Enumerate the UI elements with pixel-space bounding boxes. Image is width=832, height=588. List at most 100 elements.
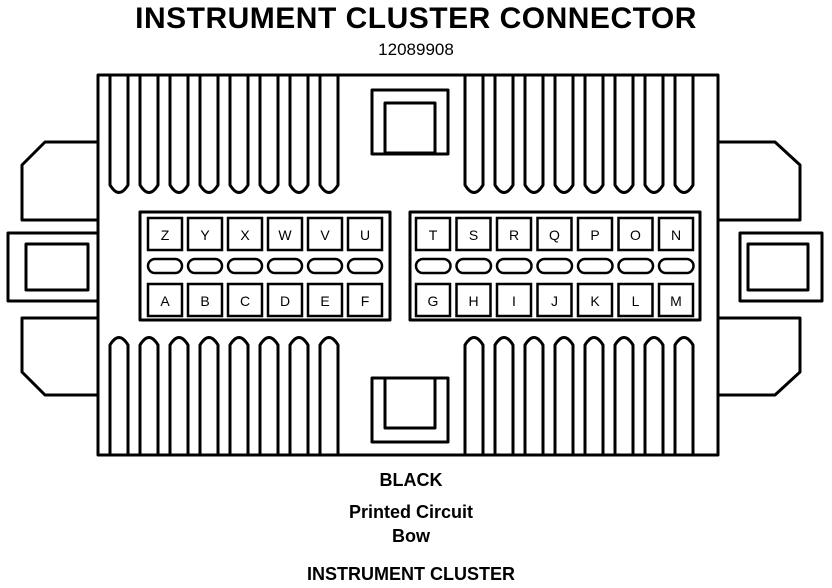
- pin-cavity: [657, 216, 695, 252]
- cooling-fin: [583, 75, 605, 194]
- cooling-fin: [493, 75, 515, 194]
- pin-label: X: [240, 227, 250, 243]
- cooling-fin: [138, 75, 160, 194]
- pin-label: T: [429, 227, 438, 243]
- right-lower-clip: [718, 316, 802, 397]
- separator-slot: [146, 257, 184, 275]
- pin-label: Q: [549, 227, 560, 243]
- pin-label: O: [630, 227, 641, 243]
- pin-label: W: [278, 227, 292, 243]
- cooling-fin: [673, 75, 695, 194]
- cooling-fin: [643, 75, 665, 194]
- separator-slot: [306, 257, 344, 275]
- description-line-1: Printed Circuit: [348, 502, 473, 522]
- cooling-fin: [108, 336, 130, 455]
- left-pin-frame: [138, 210, 392, 322]
- right-lock-tab: [738, 231, 824, 303]
- pin-cavity: [617, 216, 654, 252]
- bottom-latch: [370, 376, 450, 444]
- pin-label: V: [320, 227, 330, 243]
- top-fins: [108, 75, 695, 194]
- pin-label: D: [280, 293, 290, 309]
- cooling-fin: [318, 336, 340, 455]
- pin-cavity: [455, 282, 492, 318]
- separator-slot: [495, 257, 533, 275]
- pin-cavity: [266, 216, 304, 252]
- right-upper-clip: [718, 140, 802, 222]
- separator-slot: [414, 257, 452, 275]
- pin-cavity: [536, 216, 573, 252]
- top-latch: [370, 88, 450, 156]
- cooling-fin: [108, 75, 130, 194]
- cooling-fin: [523, 336, 545, 455]
- cooling-fin: [613, 75, 635, 194]
- pin-label: C: [240, 293, 250, 309]
- pin-cavity: [576, 282, 614, 318]
- pin-label: R: [509, 227, 519, 243]
- pin-cavity: [306, 282, 344, 318]
- pin-cavity: [186, 282, 224, 318]
- pin-cavity: [346, 282, 384, 318]
- left-upper-clip: [20, 140, 98, 222]
- pin-cavity: [536, 282, 573, 318]
- pin-cavity: [495, 282, 533, 318]
- cooling-fin: [553, 75, 575, 194]
- cooling-fin: [583, 336, 605, 455]
- cooling-fin: [673, 336, 695, 455]
- pin-label: M: [670, 293, 682, 309]
- pin-label: F: [361, 293, 370, 309]
- footer-label: INSTRUMENT CLUSTER: [307, 564, 515, 584]
- pin-label: J: [551, 293, 558, 309]
- left-lower-clip: [20, 316, 98, 397]
- cooling-fin: [198, 75, 220, 194]
- separator-slot: [455, 257, 493, 275]
- cooling-fin: [463, 75, 485, 194]
- pin-cavity: [455, 216, 492, 252]
- pin-label: B: [200, 293, 209, 309]
- pin-label: Z: [161, 227, 170, 243]
- right-pin-frame: [408, 210, 702, 322]
- separator-slot: [226, 257, 264, 275]
- connector-color-label: BLACK: [379, 470, 443, 490]
- diagram-title: INSTRUMENT CLUSTER CONNECTOR: [135, 2, 697, 35]
- pin-label: L: [632, 293, 640, 309]
- cooling-fin: [553, 336, 575, 455]
- cooling-fin: [288, 336, 310, 455]
- bottom-fins: [108, 336, 695, 455]
- pin-label: U: [360, 227, 370, 243]
- pin-cavity: [266, 282, 304, 318]
- cooling-fin: [643, 336, 665, 455]
- pin-label: E: [320, 293, 329, 309]
- pin-cavity: [306, 216, 344, 252]
- pin-cavity: [226, 216, 264, 252]
- cooling-fin: [168, 75, 190, 194]
- pin-label: I: [512, 293, 516, 309]
- pin-label: G: [428, 293, 439, 309]
- separator-slot: [536, 257, 574, 275]
- cooling-fin: [258, 336, 280, 455]
- pin-cavity: [414, 282, 452, 318]
- cooling-fin: [228, 75, 250, 194]
- pin-label: N: [671, 227, 681, 243]
- separator-slot: [576, 257, 614, 275]
- cooling-fin: [318, 75, 340, 194]
- separator-slot: [657, 257, 695, 275]
- cooling-fin: [168, 336, 190, 455]
- pin-cavity: [146, 282, 184, 318]
- pin-cavity: [576, 216, 614, 252]
- cooling-fin: [288, 75, 310, 194]
- pin-cavity: [146, 216, 184, 252]
- separator-slot: [266, 257, 304, 275]
- pin-label: K: [590, 293, 600, 309]
- cooling-fin: [463, 336, 485, 455]
- pin-cavity: [346, 216, 384, 252]
- pin-cavity: [657, 282, 695, 318]
- cooling-fin: [523, 75, 545, 194]
- cooling-fin: [613, 336, 635, 455]
- separator-slot: [186, 257, 224, 275]
- cooling-fin: [228, 336, 250, 455]
- cooling-fin: [138, 336, 160, 455]
- pin-cavity: [414, 216, 452, 252]
